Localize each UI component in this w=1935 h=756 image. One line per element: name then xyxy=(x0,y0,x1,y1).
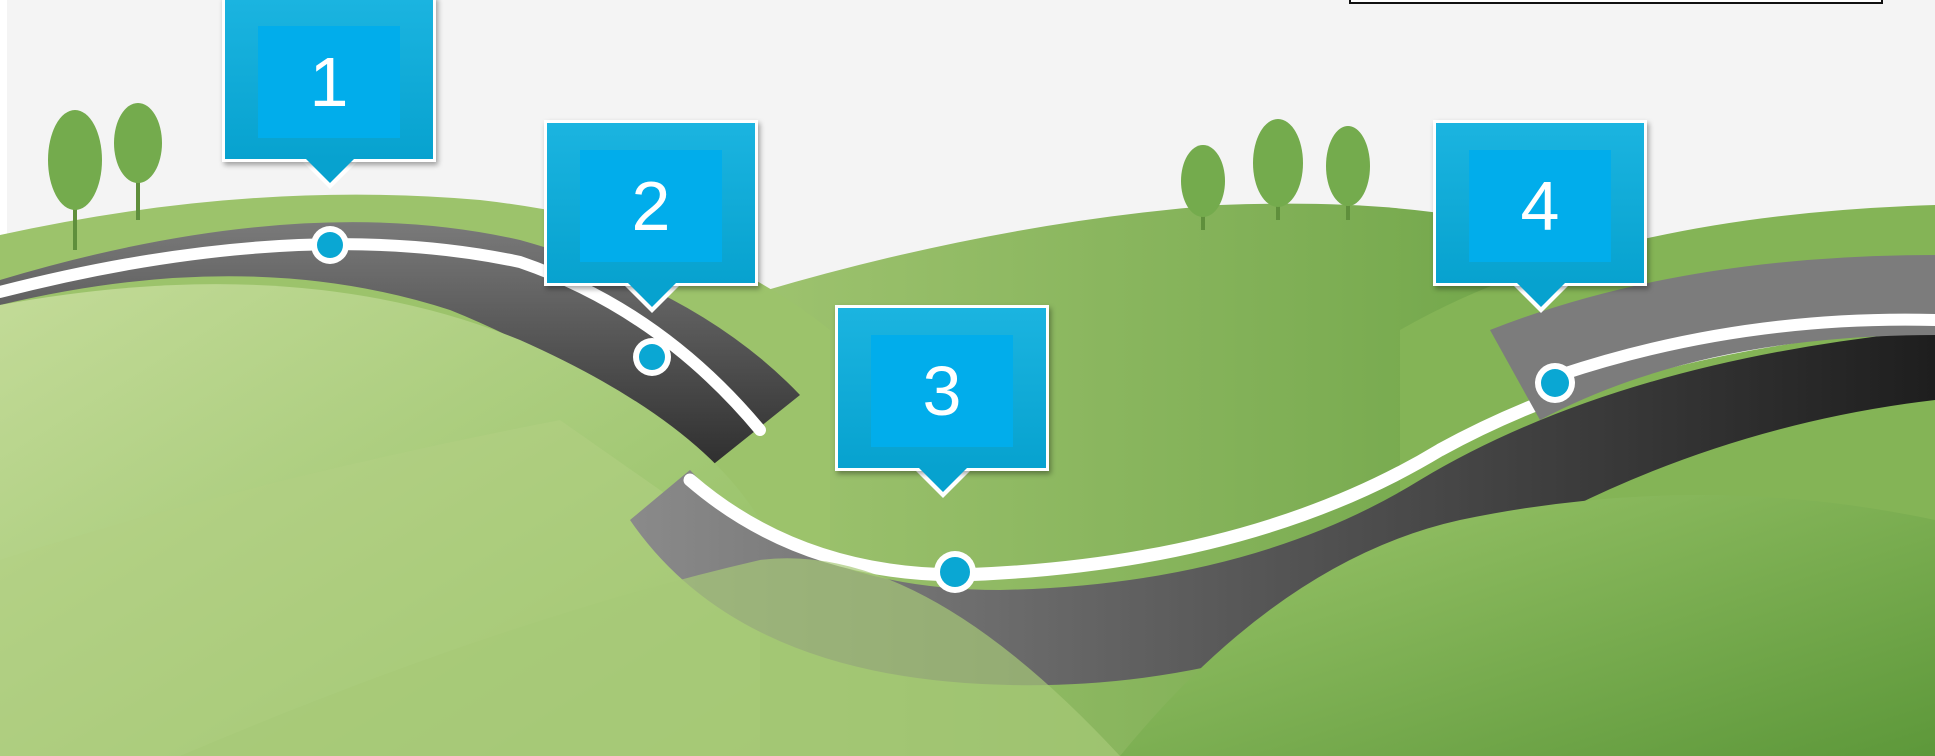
step-marker-3-label: 3 xyxy=(871,335,1013,447)
step-marker-4-box: 4 xyxy=(1469,150,1611,262)
step-marker-4[interactable]: 4 xyxy=(1433,120,1647,286)
step-marker-1[interactable]: 1 xyxy=(222,0,436,162)
pin-1[interactable] xyxy=(311,226,349,264)
pin-4[interactable] xyxy=(1535,363,1575,403)
step-marker-2-label: 2 xyxy=(580,150,722,262)
top-right-frame xyxy=(1349,0,1883,4)
step-marker-2[interactable]: 2 xyxy=(544,120,758,286)
step-marker-1-box: 1 xyxy=(258,26,400,138)
pin-2[interactable] xyxy=(633,338,671,376)
pin-3[interactable] xyxy=(934,551,976,593)
step-marker-3[interactable]: 3 xyxy=(835,305,1049,471)
step-marker-3-box: 3 xyxy=(871,335,1013,447)
step-marker-2-box: 2 xyxy=(580,150,722,262)
step-marker-4-label: 4 xyxy=(1469,150,1611,262)
step-marker-1-label: 1 xyxy=(258,26,400,138)
